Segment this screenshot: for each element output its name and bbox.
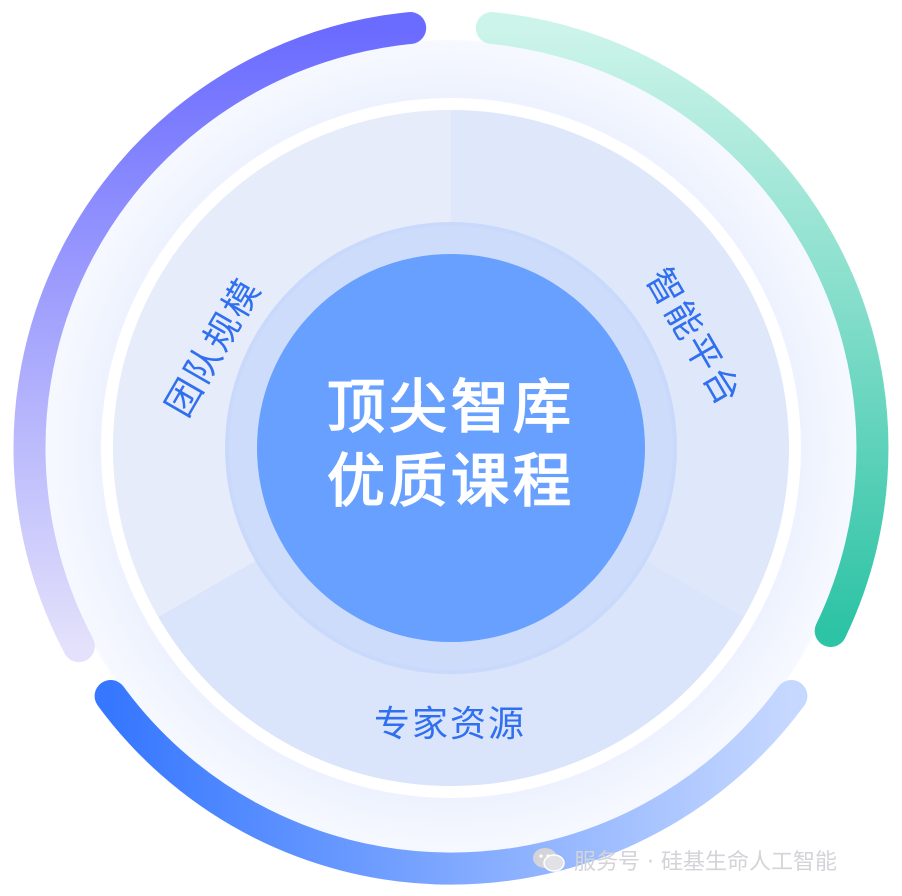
center-title-line1: 顶尖智库 xyxy=(326,373,575,441)
outer-arc-blue xyxy=(94,680,808,885)
center-title-line2: 优质课程 xyxy=(326,447,575,515)
watermark-text: 服务号 · 硅基生命人工智能 xyxy=(574,850,837,875)
wechat-icon xyxy=(533,848,565,872)
outer-arc-green xyxy=(475,12,889,647)
label-expert-resources: 专家资源 xyxy=(374,704,527,745)
outer-arc-purple xyxy=(13,12,427,663)
center-circle xyxy=(257,254,645,642)
watermark: 服务号 · 硅基生命人工智能 xyxy=(532,840,892,880)
